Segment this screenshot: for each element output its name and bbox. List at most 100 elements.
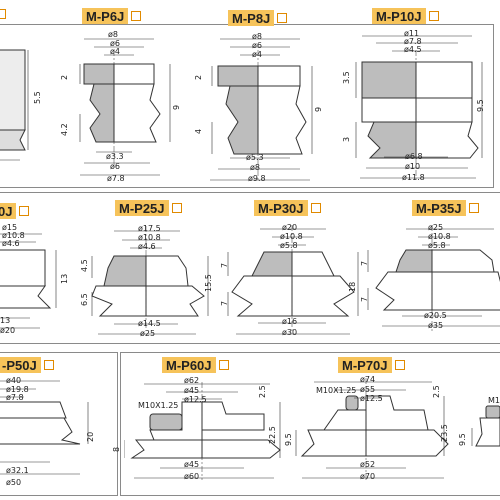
p6j-h3: 9 (172, 104, 181, 110)
p35j-h1: 7 (360, 260, 369, 266)
p80j-h: 9.5 (458, 433, 467, 446)
p30j-d2: ø10.8 (280, 232, 303, 241)
p30j-title: M-P30J (254, 200, 321, 216)
p10j-d1: ø11 (404, 29, 420, 38)
p20j-drawing (0, 233, 57, 329)
p60j-checkbox-icon (218, 360, 229, 370)
p70j-b1: ø52 (360, 460, 376, 469)
p50j-checkbox-icon (43, 360, 54, 370)
p20j-d3: ø4.6 (2, 239, 20, 248)
p25j-d3: ø4.6 (138, 242, 156, 251)
p10j-b3: ø11.8 (402, 173, 425, 182)
p20j-checkbox-icon (19, 206, 30, 216)
p8j-b3: ø9.8 (248, 174, 266, 183)
p30j-d3: ø5.8 (280, 241, 298, 250)
p6j-d2: ø6 (110, 39, 120, 48)
p25j-h2: 6.5 (80, 293, 89, 306)
p25j-d2: ø10.8 (138, 233, 161, 242)
p70j-b2: ø70 (360, 472, 376, 481)
p10j-h3: 9.5 (476, 99, 485, 112)
p70j-checkbox-icon (394, 360, 405, 370)
p6j-d1: ø8 (108, 30, 118, 39)
p35j-b2: ø35 (428, 321, 444, 330)
p6j-b2: ø6 (110, 162, 120, 171)
p60j-d3: ø12.5 (184, 395, 207, 404)
p8j-h3: 9 (314, 106, 323, 112)
p4j-title (0, 9, 6, 19)
p30j-drawing (227, 225, 359, 335)
p25j-h1: 4.5 (80, 259, 89, 272)
p70j-d3: ø12.5 (360, 394, 383, 403)
p25j-b2: ø25 (140, 329, 156, 338)
p30j-b1: ø16 (282, 317, 298, 326)
p30j-checkbox-icon (310, 203, 321, 213)
p70j-drawing (295, 378, 449, 480)
p30j-b2: ø30 (282, 328, 298, 337)
p80j-drawing (471, 405, 500, 447)
p20j-d2: ø10.8 (2, 231, 25, 240)
p50j-drawing (0, 380, 89, 475)
p50j-d3: ø7.8 (6, 393, 24, 402)
p35j-title: M-P35J (412, 200, 479, 216)
p4j-drawing (0, 49, 29, 161)
p8j-d2: ø6 (252, 41, 262, 50)
p6j-drawing (79, 38, 171, 176)
p8j-b1: ø5.3 (246, 153, 264, 162)
p4j-checkbox-icon (0, 9, 6, 19)
p8j-title: M-P8J (228, 10, 288, 26)
p60j-b1: ø45 (184, 460, 200, 469)
p25j-h3: 15.5 (204, 274, 213, 292)
p25j-checkbox-icon (171, 203, 182, 213)
p60j-b2: ø60 (184, 472, 200, 481)
p60j-thread: M10X1.25 (138, 401, 179, 410)
p70j-thread: M10X1.25 (316, 386, 357, 395)
p50j-b2: ø50 (6, 478, 22, 487)
p60j-h2: 22.5 (268, 426, 277, 444)
p8j-drawing (210, 38, 313, 181)
p8j-d3: ø4 (252, 50, 262, 59)
p8j-d1: ø8 (252, 32, 262, 41)
p35j-d1: ø25 (428, 223, 444, 232)
p25j-drawing (91, 226, 209, 335)
p8j-checkbox-icon (277, 13, 288, 23)
p35j-h2: 7 (360, 296, 369, 302)
p20j-b1: 13 (0, 316, 11, 325)
p20j-h: 13 (60, 273, 69, 284)
p6j-checkbox-icon (131, 11, 142, 21)
p10j-h1: 3.5 (342, 71, 351, 84)
p35j-b1: ø20.5 (424, 311, 447, 320)
p6j-title: M-P6J (82, 8, 142, 24)
p6j-h2: 4.2 (60, 123, 69, 136)
p35j-drawing (367, 225, 500, 332)
p60j-d2: ø45 (184, 386, 200, 395)
p20j-b2: ø20 (0, 326, 16, 335)
p10j-b2: ø10 (405, 162, 421, 171)
p30j-h2: 7 (220, 300, 229, 306)
p6j-h1: 2 (60, 74, 69, 80)
p60j-title: M-P60J (162, 357, 229, 373)
p10j-b1: ø6.8 (405, 152, 423, 161)
p10j-h2: 3 (342, 136, 351, 142)
p25j-title: M-P25J (115, 200, 182, 216)
p6j-d3: ø4 (110, 47, 120, 56)
p8j-h1: 2 (194, 74, 203, 80)
p25j-b1: ø14.5 (138, 319, 161, 328)
p10j-drawing (355, 35, 483, 180)
p70j-d2: ø55 (360, 385, 376, 394)
p60j-drawing (124, 382, 281, 480)
p50j-d2: ø19.8 (6, 385, 29, 394)
p60j-h1: 2.5 (258, 385, 267, 398)
p10j-d3: ø4.5 (404, 45, 422, 54)
p70j-title: M-P70J (338, 357, 405, 373)
p8j-b2: ø8 (250, 163, 260, 172)
p10j-title: M-P10J (372, 8, 439, 24)
p70j-h2: 23.5 (440, 424, 449, 442)
p50j-b1: ø32.1 (6, 466, 29, 475)
p20j-d1: ø15 (2, 223, 18, 232)
p10j-checkbox-icon (428, 11, 439, 21)
p50j-d1: ø40 (6, 376, 22, 385)
p6j-b1: ø3.3 (106, 152, 124, 161)
p50j-title: -P50J (0, 357, 54, 373)
p8j-h2: 4 (194, 128, 203, 134)
